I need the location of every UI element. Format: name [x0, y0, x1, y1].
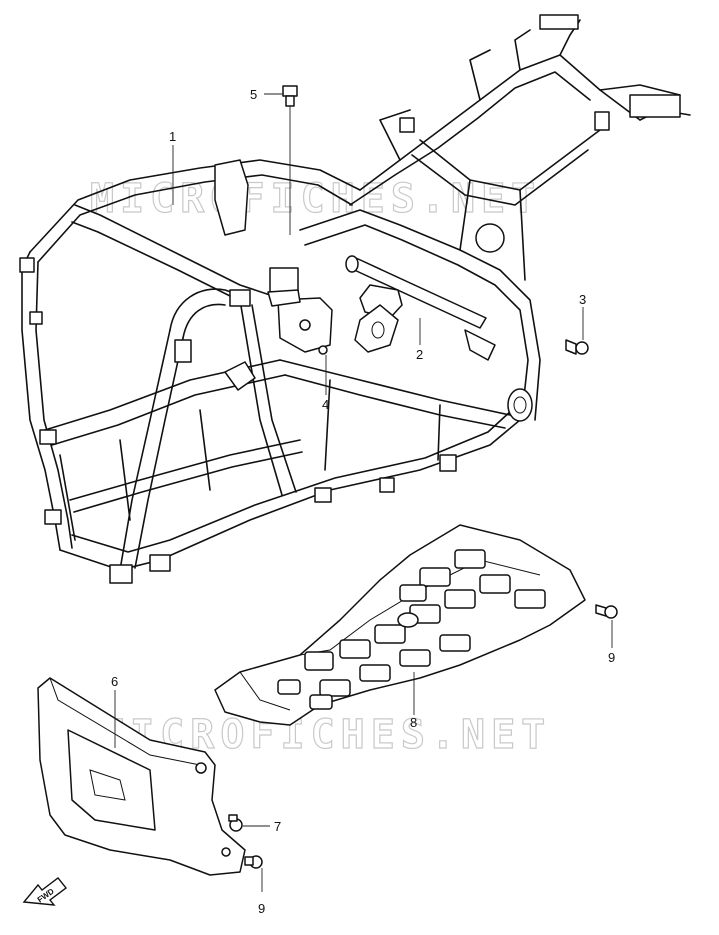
guard-bolt-lower — [244, 855, 263, 869]
callout-9-right: 9 — [608, 650, 615, 665]
callout-2: 2 — [416, 347, 423, 362]
skid-plate — [214, 524, 586, 726]
callout-5: 5 — [250, 87, 257, 102]
callout-4: 4 — [322, 397, 329, 412]
front-guard — [37, 677, 246, 876]
callout-1: 1 — [169, 129, 176, 144]
bolt-right — [565, 339, 589, 355]
callout-9-lower: 9 — [258, 901, 265, 916]
skid-bolt — [595, 604, 618, 619]
guard-bolt — [228, 814, 243, 832]
callout-6: 6 — [111, 674, 118, 689]
leader-lines — [114, 93, 613, 892]
fwd-arrow-icon: FWD — [22, 877, 67, 906]
bolt-top — [282, 85, 298, 107]
watermark-top: MICROFICHES.NET — [90, 176, 541, 222]
callout-8: 8 — [410, 715, 417, 730]
callout-7: 7 — [274, 819, 281, 834]
engine-bracket — [224, 289, 333, 391]
callout-3: 3 — [579, 292, 586, 307]
frame — [19, 14, 691, 584]
pivot-shaft — [345, 255, 496, 361]
